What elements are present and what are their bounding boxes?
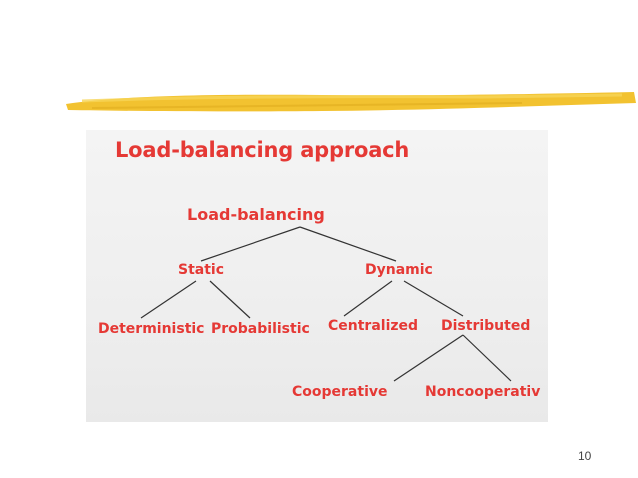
connector-root-dynamic	[299, 226, 397, 262]
diagram-panel	[86, 130, 548, 422]
node-cooperative: Cooperative	[292, 384, 388, 400]
connector-static-deterministic	[140, 280, 197, 319]
connector-distributed-cooperative	[393, 334, 464, 382]
slide-title: Load-balancing approach	[115, 138, 410, 162]
node-deterministic: Deterministic	[98, 321, 205, 337]
node-load-balancing: Load-balancing	[187, 205, 325, 224]
connector-root-static	[200, 226, 301, 262]
node-distributed: Distributed	[441, 318, 531, 334]
node-probabilistic: Probabilistic	[211, 321, 310, 337]
node-centralized: Centralized	[328, 318, 419, 334]
connector-static-probabilistic	[209, 280, 251, 319]
node-dynamic: Dynamic	[365, 262, 433, 278]
highlighter-stroke-decoration	[66, 92, 636, 112]
connector-distributed-noncooperative	[462, 334, 512, 382]
connector-dynamic-centralized	[343, 280, 393, 317]
page-number: 10	[578, 449, 592, 463]
node-noncooperative: Noncooperativ	[425, 384, 541, 400]
connector-dynamic-distributed	[403, 280, 464, 317]
node-static: Static	[178, 262, 225, 278]
